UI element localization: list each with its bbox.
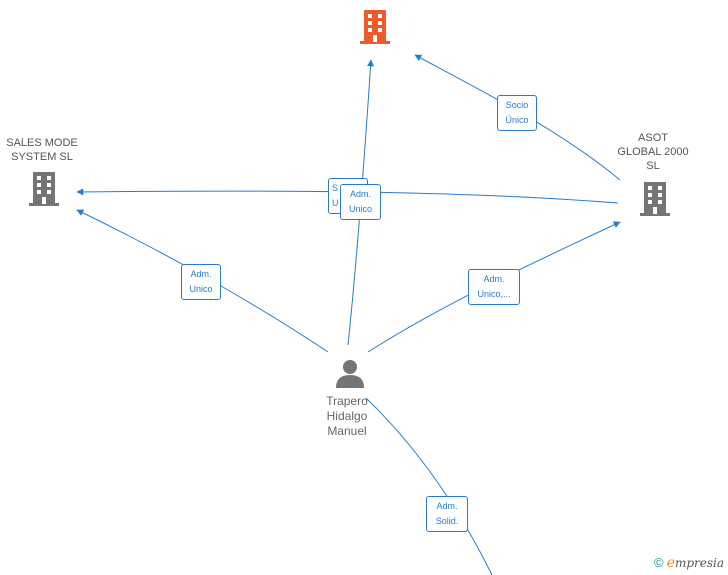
asot-label: ASOT GLOBAL 2000 SL — [617, 132, 689, 172]
person-label: Trapero Hidalgo Manuel — [326, 394, 368, 438]
edge-label-adm-unico-center: Adm. Unico — [340, 184, 381, 220]
edge-label-adm-solid: Adm. Solid. — [426, 496, 468, 532]
edge-person-to-offscreen — [365, 397, 493, 575]
person-icon[interactable] — [335, 358, 365, 393]
main-company-building-icon[interactable] — [360, 10, 390, 49]
sales-mode-label: SALES MODE SYSTEM SL — [6, 137, 78, 163]
edge-label-adm-unico-left: Adm. Unico — [181, 264, 221, 300]
edge-label-socio-unico: Socio Único — [497, 95, 537, 131]
empresia-logo: ©empresia — [654, 555, 724, 571]
sales-mode-building-icon[interactable] — [29, 172, 59, 211]
asot-building-icon[interactable] — [640, 182, 670, 221]
edge-label-adm-unico-right: Adm. Unico,... — [468, 269, 520, 305]
